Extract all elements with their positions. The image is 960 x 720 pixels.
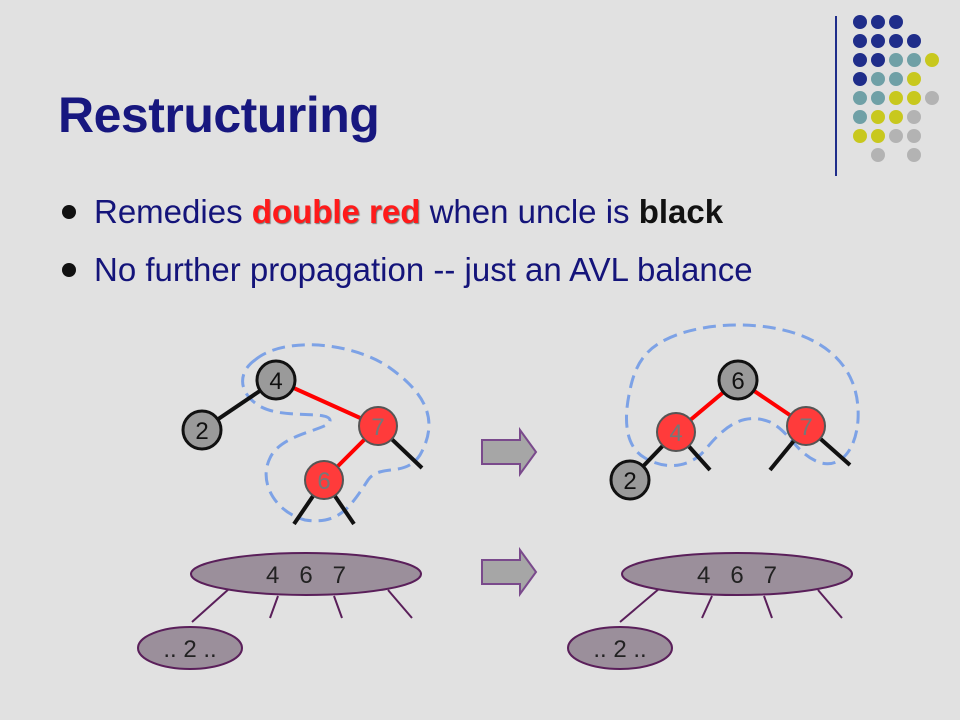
decorative-dot <box>871 72 885 86</box>
node-before-7: 7 <box>358 406 398 446</box>
btree-before-branch-2 <box>269 595 279 619</box>
decorative-dot <box>907 72 921 86</box>
node-before-6: 6 <box>304 460 344 500</box>
node-before-2: 2 <box>181 409 223 451</box>
decorative-dot <box>889 53 903 67</box>
decorative-dot <box>871 53 885 67</box>
btree-before-node: 4 6 7 <box>190 552 422 596</box>
svg-text:4 6 7: 4 6 7 <box>266 562 346 589</box>
btree-after-branch-2 <box>701 595 713 619</box>
node-after-6: 6 <box>717 359 759 401</box>
double-red-highlight: double red <box>251 193 421 230</box>
decorative-dot <box>853 34 867 48</box>
decorative-dot <box>889 34 903 48</box>
btree-after-child: .. 2 .. <box>567 626 673 670</box>
decorative-dot <box>871 129 885 143</box>
before-tree: 4 2 7 6 <box>181 343 431 526</box>
svg-text:2: 2 <box>195 418 208 445</box>
svg-text:6: 6 <box>731 368 744 395</box>
decorative-dot <box>871 110 885 124</box>
node-after-4: 4 <box>656 412 696 452</box>
node-after-2: 2 <box>609 459 651 501</box>
decorative-dot <box>889 91 903 105</box>
decorative-dot <box>925 91 939 105</box>
svg-text:6: 6 <box>317 468 330 495</box>
decorative-dot <box>889 15 903 29</box>
svg-text:.. 2 ..: .. 2 .. <box>163 636 216 663</box>
btree-transform-arrow-icon <box>481 546 538 598</box>
decorative-dot <box>871 148 885 162</box>
btree-after-branch-3 <box>763 595 773 619</box>
bullet-item-1: Remedies double red when uncle is black <box>60 190 753 248</box>
after-tree: 6 4 7 2 <box>609 323 860 501</box>
decorative-dot <box>907 110 921 124</box>
btree-after-node: 4 6 7 <box>621 552 853 596</box>
decorative-dot <box>907 91 921 105</box>
node-before-4: 4 <box>255 359 297 401</box>
decorative-dot <box>889 110 903 124</box>
decorative-dot <box>907 148 921 162</box>
decorative-dot <box>853 129 867 143</box>
decorative-dot <box>853 15 867 29</box>
decorative-dot <box>871 15 885 29</box>
before-btree: 4 6 7 .. 2 .. <box>137 552 422 670</box>
btree-before-branch-4 <box>387 589 413 619</box>
svg-text:7: 7 <box>371 414 384 441</box>
decorative-dot <box>907 129 921 143</box>
svg-text:.. 2 ..: .. 2 .. <box>593 636 646 663</box>
decorative-dot <box>853 91 867 105</box>
btree-before-child: .. 2 .. <box>137 626 243 670</box>
bullet-1-middle: when uncle is <box>420 193 639 230</box>
decorative-dot <box>871 91 885 105</box>
after-btree: 4 6 7 .. 2 .. <box>567 552 853 670</box>
btree-before-branch-3 <box>333 595 343 619</box>
svg-text:2: 2 <box>623 468 636 495</box>
decorative-dot <box>871 34 885 48</box>
page-title: Restructuring <box>58 87 380 143</box>
before-dashed-outline <box>241 343 431 523</box>
decorative-dot <box>853 72 867 86</box>
svg-text:4: 4 <box>269 368 282 395</box>
decorative-dot <box>853 53 867 67</box>
node-after-7: 7 <box>786 406 826 446</box>
decorative-dot <box>889 72 903 86</box>
decorative-dot <box>907 34 921 48</box>
svg-text:7: 7 <box>799 414 812 441</box>
svg-text:4: 4 <box>669 420 682 447</box>
decorative-dot <box>907 53 921 67</box>
decorative-dot <box>925 53 939 67</box>
decorative-vertical-rule <box>835 16 837 176</box>
bullet-list: Remedies double red when uncle is black … <box>60 190 753 306</box>
black-bold-word: black <box>638 193 724 230</box>
after-dashed-outline <box>624 323 860 468</box>
btree-before-branch-1 <box>191 587 231 623</box>
btree-after-branch-4 <box>817 589 843 619</box>
bullet-item-2: No further propagation -- just an AVL ba… <box>60 248 753 306</box>
btree-after-branch-1 <box>619 587 661 623</box>
decorative-dot <box>889 129 903 143</box>
transform-arrow-icon <box>481 426 538 478</box>
bullet-1-prefix: Remedies <box>94 193 252 230</box>
decorative-dot <box>853 110 867 124</box>
svg-text:4 6 7: 4 6 7 <box>697 562 777 589</box>
